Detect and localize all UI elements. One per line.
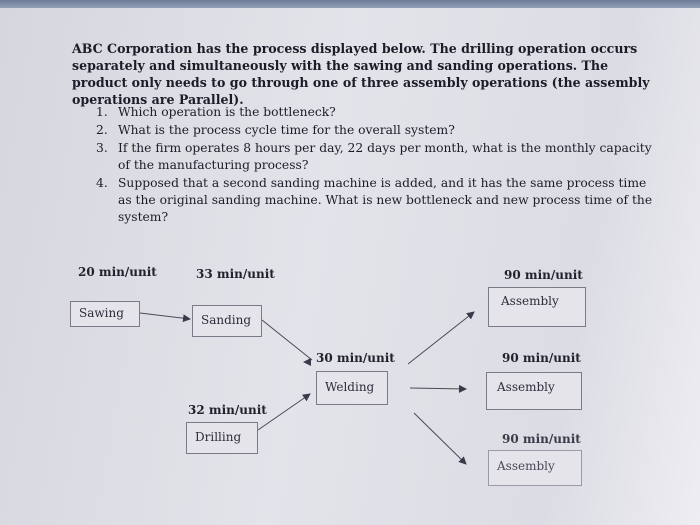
arrow-welding-to-assembly-3 <box>413 412 467 465</box>
welding-box: Welding <box>316 371 388 405</box>
question-list: 1. Which operation is the bottleneck? 2.… <box>96 104 656 227</box>
question-text: Which operation is the bottleneck? <box>118 105 336 119</box>
question-item: 3. If the firm operates 8 hours per day,… <box>96 140 656 174</box>
question-item: 2. What is the process cycle time for th… <box>96 122 656 139</box>
question-number: 4. <box>96 176 108 190</box>
sawing-box: Sawing <box>70 301 140 327</box>
drilling-box: Drilling <box>186 422 258 454</box>
drilling-time-label: 32 min/unit <box>188 403 267 417</box>
question-text: Supposed that a second sanding machine i… <box>118 176 653 224</box>
problem-statement: ABC Corporation has the process displaye… <box>72 41 650 107</box>
question-number: 2. <box>96 123 108 137</box>
arrow-sanding-to-welding <box>261 319 313 361</box>
question-number: 1. <box>96 105 108 119</box>
question-number: 3. <box>96 141 108 155</box>
assembly-2-box: Assembly <box>486 372 582 410</box>
question-text: What is the process cycle time for the o… <box>118 123 455 137</box>
question-text: If the firm operates 8 hours per day, 22… <box>118 141 652 172</box>
process-flow-arrows <box>139 311 475 465</box>
assembly-2-time-label: 90 min/unit <box>502 351 581 365</box>
sanding-box: Sanding <box>192 305 262 337</box>
arrow-welding-to-assembly-1 <box>407 311 475 365</box>
arrow-sawing-to-sanding <box>139 312 191 323</box>
arrow-welding-to-assembly-2 <box>409 384 467 393</box>
document-page: ABC Corporation has the process displaye… <box>0 8 700 525</box>
welding-time-label: 30 min/unit <box>316 351 395 365</box>
question-item: 1. Which operation is the bottleneck? <box>96 104 656 121</box>
arrow-drilling-to-welding <box>257 393 311 431</box>
assembly-1-box: Assembly <box>488 287 586 327</box>
small-arrowhead-welding <box>303 358 311 366</box>
question-item: 4. Supposed that a second sanding machin… <box>96 175 656 226</box>
sanding-time-label: 33 min/unit <box>196 267 275 281</box>
assembly-3-time-label: 90 min/unit <box>502 432 581 446</box>
sawing-time-label: 20 min/unit <box>78 265 157 279</box>
assembly-1-time-label: 90 min/unit <box>504 268 583 282</box>
assembly-3-box: Assembly <box>488 450 582 486</box>
